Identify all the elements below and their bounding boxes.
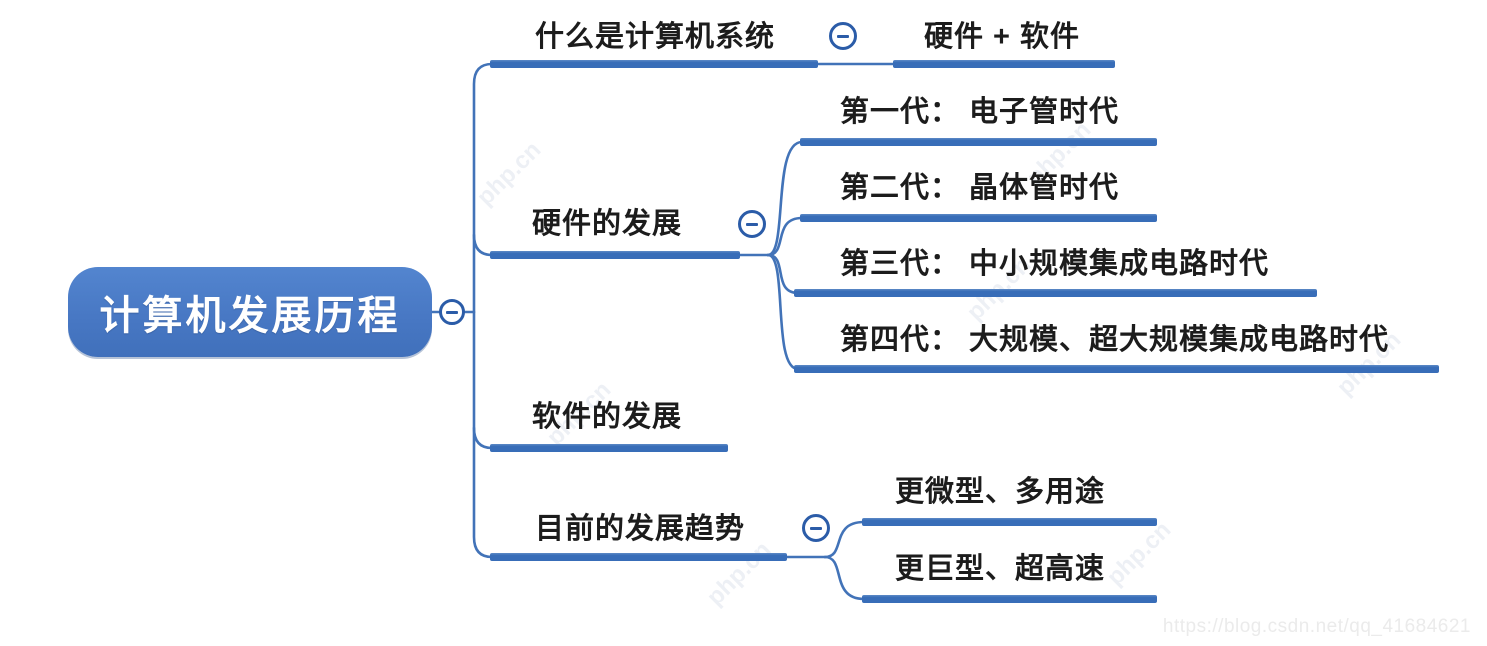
csdn-url-watermark: https://blog.csdn.net/qq_41684621 [1162, 616, 1471, 637]
child-underline [800, 138, 1157, 146]
root-collapse-button[interactable] [439, 299, 465, 325]
child-generation-4[interactable]: 第四代： 大规模、超大规模集成电路时代 [840, 324, 1390, 356]
trends-collapse-button[interactable] [802, 514, 830, 542]
root-topic-computer-development-history[interactable]: 计算机发展历程 [68, 267, 432, 357]
diagonal-watermark: php.cn [471, 136, 547, 212]
branch-what-is-computer-system[interactable]: 什么是计算机系统 [535, 21, 776, 53]
minus-icon [446, 310, 458, 314]
child-more-giant-superfast[interactable]: 更巨型、超高速 [895, 553, 1106, 585]
child-hardware-plus-software[interactable]: 硬件 + 软件 [924, 21, 1081, 53]
minus-icon [810, 526, 822, 530]
child-underline [800, 214, 1157, 222]
branch-current-trends[interactable]: 目前的发展趋势 [535, 513, 746, 545]
diagonal-watermark: php.cn [1101, 516, 1177, 592]
diagonal-watermark: php.cn [701, 536, 777, 612]
branch-underline [490, 444, 728, 452]
child-underline [893, 60, 1115, 68]
child-generation-3[interactable]: 第三代： 中小规模集成电路时代 [840, 248, 1270, 280]
trunk-line [472, 62, 494, 559]
hardware-curve-gen4 [766, 253, 800, 371]
child-underline [862, 595, 1157, 603]
hardware-curve-gen1 [766, 140, 804, 257]
child-underline [862, 518, 1157, 526]
branch-underline [490, 553, 787, 561]
child-underline [794, 289, 1317, 297]
child-generation-2[interactable]: 第二代： 晶体管时代 [840, 172, 1120, 204]
trend-curve-giant [823, 555, 866, 601]
hardware-curve-gen3 [766, 253, 800, 295]
root-topic-label: 计算机发展历程 [99, 294, 401, 338]
minus-icon [837, 34, 849, 38]
hardware-curve-gen2 [766, 216, 804, 257]
branch-underline [490, 60, 818, 68]
child-more-micro-multipurpose[interactable]: 更微型、多用途 [895, 476, 1106, 508]
child-generation-1[interactable]: 第一代： 电子管时代 [840, 96, 1120, 128]
system-collapse-button[interactable] [829, 22, 857, 50]
branch-underline [490, 251, 740, 259]
branch-software-development[interactable]: 软件的发展 [532, 401, 683, 433]
hardware-collapse-button[interactable] [738, 210, 766, 238]
minus-icon [746, 222, 758, 226]
child-underline [794, 365, 1439, 373]
branch-hardware-development[interactable]: 硬件的发展 [532, 208, 683, 240]
trend-curve-micro [823, 520, 866, 559]
